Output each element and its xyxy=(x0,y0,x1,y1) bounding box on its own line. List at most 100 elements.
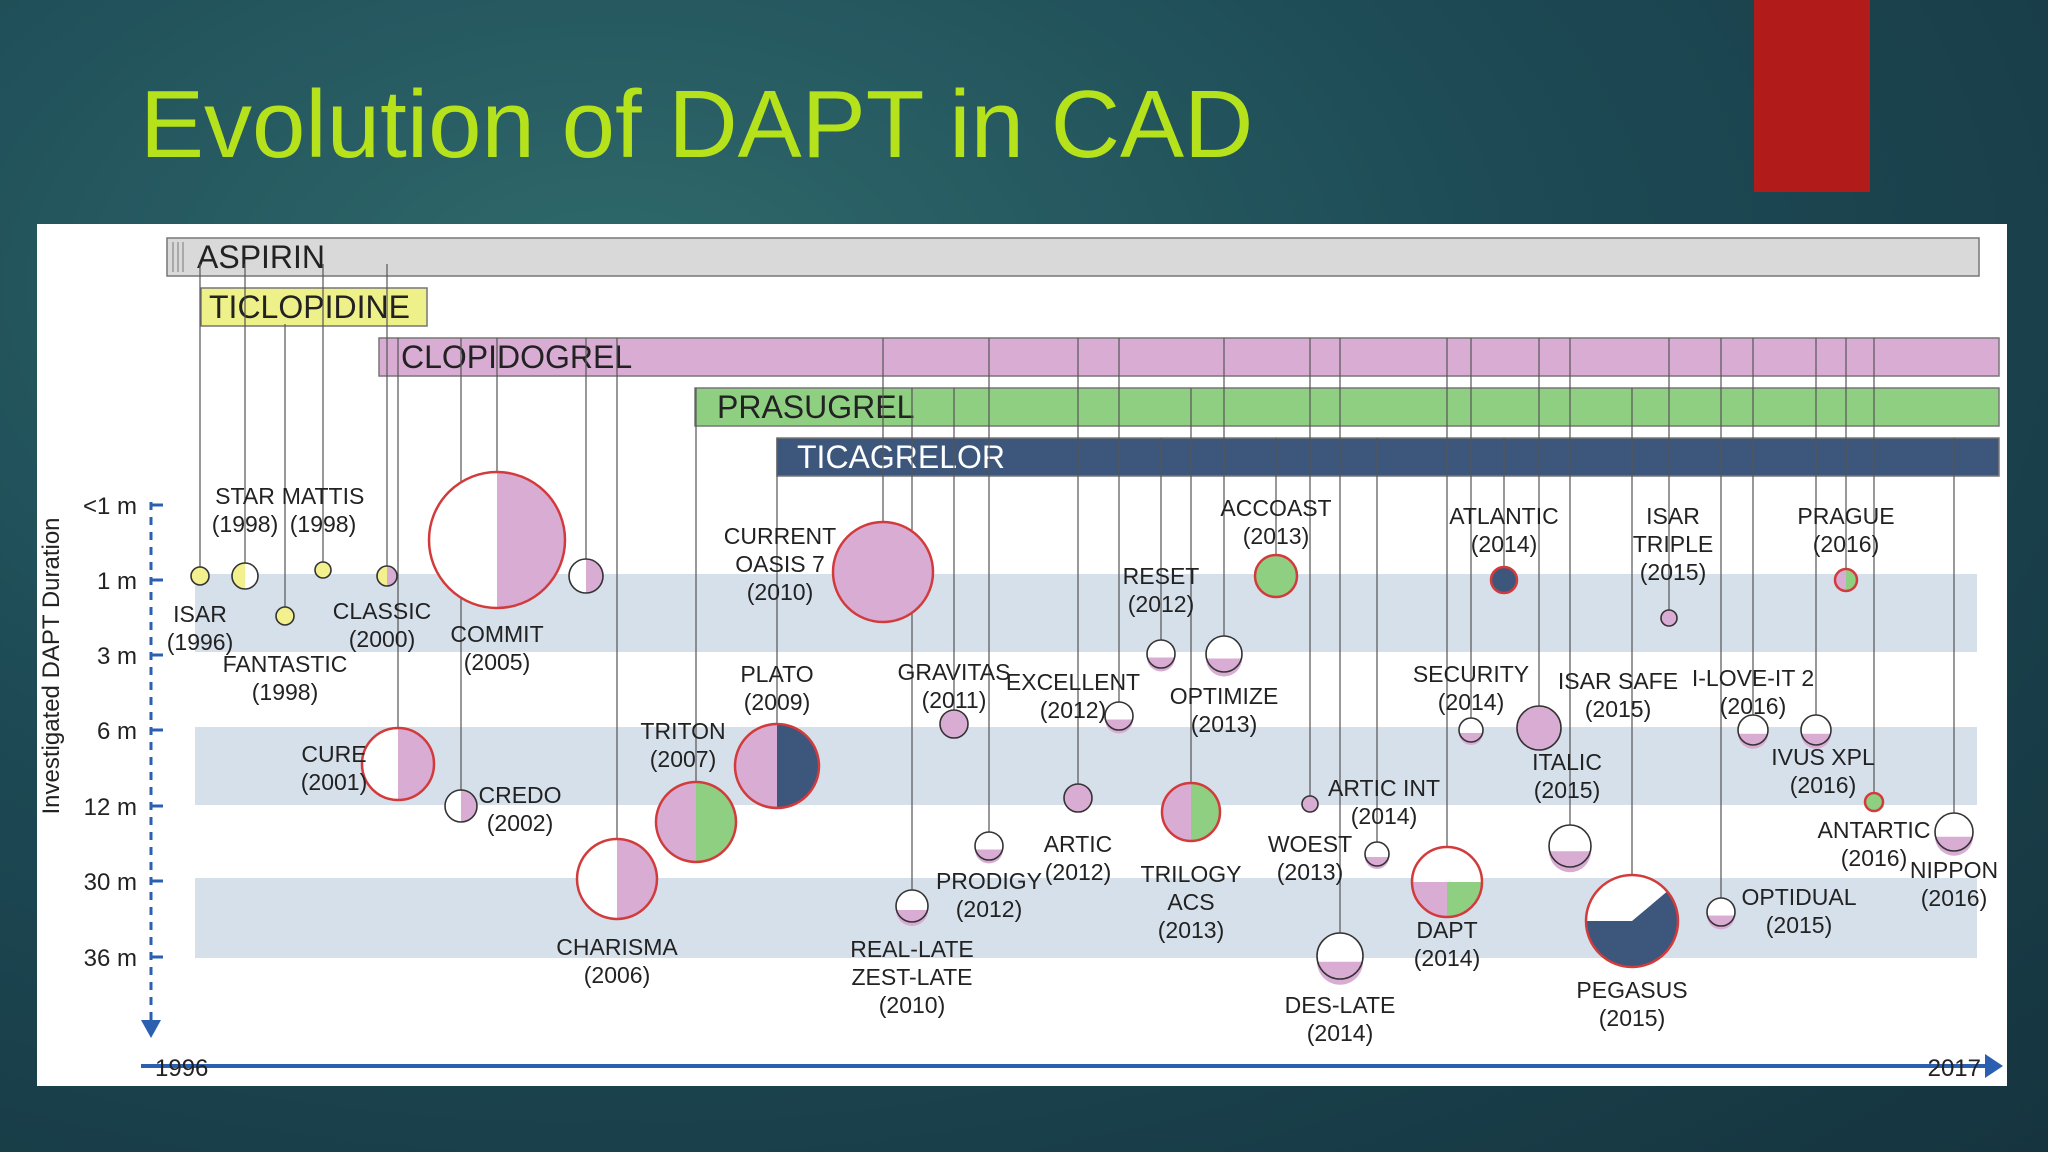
trial-year-nippon: (2016) xyxy=(1921,885,1987,911)
circle-slice xyxy=(586,559,603,593)
circle-outline xyxy=(1516,705,1562,751)
trial-year-des-late: (2014) xyxy=(1307,1020,1373,1046)
trial-name-accoast: ACCOAST xyxy=(1220,495,1331,521)
trial-circle-isar xyxy=(190,566,210,586)
trial-circle-isar xyxy=(1660,609,1678,627)
trial-name-commit: COMMIT xyxy=(450,621,543,647)
circle-outline xyxy=(1410,845,1484,919)
circle-outline xyxy=(1316,932,1364,980)
circle-fill xyxy=(1517,706,1561,750)
trial-name-italic: ITALIC xyxy=(1532,749,1602,775)
trial-circle-triton xyxy=(654,780,738,864)
trial-circle-commit xyxy=(427,470,567,610)
trial-circle-accoast xyxy=(1253,553,1299,599)
trial-circle-isar-safe xyxy=(1516,705,1562,751)
trial-name-triton: TRITON xyxy=(640,718,725,744)
circle-lower-fill xyxy=(1147,657,1175,672)
circle-fill xyxy=(191,567,209,585)
circle-lower-fill xyxy=(1206,658,1242,677)
circle-fill xyxy=(276,607,294,625)
circle-outline xyxy=(1063,783,1093,813)
circle-outline xyxy=(1364,841,1390,867)
circle-fill xyxy=(1661,610,1677,626)
y-tick-label-1: 1 m xyxy=(97,568,137,595)
trial-circle-trilogy xyxy=(1160,781,1222,843)
trial-circle-gravitas xyxy=(939,709,969,739)
trial-circle-prodigy xyxy=(974,831,1004,864)
trial-circle-reset xyxy=(1146,639,1176,672)
slide-title: Evolution of DAPT in CAD xyxy=(140,71,1254,178)
circle-fill xyxy=(833,522,933,622)
circle-slice xyxy=(1412,882,1447,917)
trial-name-cure: CURE xyxy=(301,741,366,767)
trial-name-security: SECURITY xyxy=(1413,661,1529,687)
trial-circle-artic xyxy=(1063,783,1093,813)
trial-circle-italic xyxy=(1548,824,1592,873)
trial-circle-credo xyxy=(444,789,478,823)
trial-circle-pegasus xyxy=(1584,873,1680,969)
trial-year2-trilogy: (2013) xyxy=(1158,917,1224,943)
trial-year-credo: (2002) xyxy=(487,810,553,836)
trial-year-star: (1998) xyxy=(212,511,278,537)
trial-circle-prague xyxy=(1833,567,1859,593)
circle-slice xyxy=(777,724,819,808)
trial-year-antartic: (2016) xyxy=(1841,845,1907,871)
y-axis-label: Investigated DAPT Duration xyxy=(38,517,65,814)
trial-year-commit: (2005) xyxy=(464,649,530,675)
trial-year-optimize: (2013) xyxy=(1191,711,1257,737)
trial-circle-ivus-xpl xyxy=(1800,714,1832,749)
circle-fill xyxy=(1302,796,1318,812)
circle-slice xyxy=(569,559,586,593)
circle-lower-fill xyxy=(975,849,1003,864)
circle-outline xyxy=(1800,714,1832,746)
trial-circle-optidual xyxy=(1706,897,1736,930)
trial-name-artic-int: ARTIC INT xyxy=(1328,775,1440,801)
trial-name-i-love-it-2: I-LOVE-IT 2 xyxy=(1692,665,1814,691)
trial-name-artic: ARTIC xyxy=(1044,831,1113,857)
circle-outline xyxy=(1205,635,1243,673)
trial-year-isar-safe: (2015) xyxy=(1585,696,1651,722)
band-30m-36m xyxy=(195,878,1977,958)
trial-year-prague: (2016) xyxy=(1813,531,1879,557)
circle-outline xyxy=(575,837,659,921)
circle-lower-fill xyxy=(1935,836,1973,856)
circle-slice xyxy=(362,728,398,800)
y-axis-arrow xyxy=(141,1020,161,1038)
dapt-diagram: ASPIRINTICLOPIDINECLOPIDOGRELPRASUGRELTI… xyxy=(38,237,2003,1082)
trial-name-real-late: REAL-LATE xyxy=(850,936,974,962)
circle-outline xyxy=(1737,714,1769,746)
circle-outline xyxy=(568,558,604,594)
trial-name-atlantic: ATLANTIC xyxy=(1449,503,1558,529)
y-tick-label-5: 30 m xyxy=(84,869,137,896)
circle-lower-fill xyxy=(1801,733,1831,749)
trial-year-accoast: (2013) xyxy=(1243,523,1309,549)
trial-circle-classic xyxy=(376,565,398,587)
circle-outline xyxy=(733,722,821,810)
circle-fill xyxy=(940,710,968,738)
drug-label-ticagrelor: TICAGRELOR xyxy=(797,439,1005,475)
trial-year2-real-late: (2010) xyxy=(879,992,945,1018)
circle-outline xyxy=(314,561,332,579)
circle-outline xyxy=(427,470,567,610)
trial-name-antartic: ANTARTIC xyxy=(1818,817,1931,843)
circle-outline xyxy=(1660,609,1678,627)
y-tick-label-2: 3 m xyxy=(97,643,137,670)
trial-circle-nippon xyxy=(1934,812,1974,856)
circle-slice xyxy=(245,563,258,589)
circle-slice xyxy=(1447,882,1482,917)
circle-lower-fill xyxy=(1459,733,1483,745)
circle-slice xyxy=(696,782,736,862)
x-axis-arrow xyxy=(1985,1054,2003,1078)
circle-slice xyxy=(398,728,434,800)
circle-outline xyxy=(1253,553,1299,599)
trial-year-triton: (2007) xyxy=(650,746,716,772)
circle-slice xyxy=(377,566,387,586)
trial-year-charisma: (2006) xyxy=(584,962,650,988)
trial-name-des-late: DES-LATE xyxy=(1285,992,1396,1018)
trial-name-plato: PLATO xyxy=(740,661,813,687)
trial-circle-woest xyxy=(1301,795,1319,813)
trial-year-isar: TRIPLE xyxy=(1633,531,1714,557)
circle-lower-fill xyxy=(1549,851,1591,873)
trial-year-excellent: (2012) xyxy=(1040,697,1106,723)
drug-bar-ticlopidine xyxy=(200,287,428,327)
